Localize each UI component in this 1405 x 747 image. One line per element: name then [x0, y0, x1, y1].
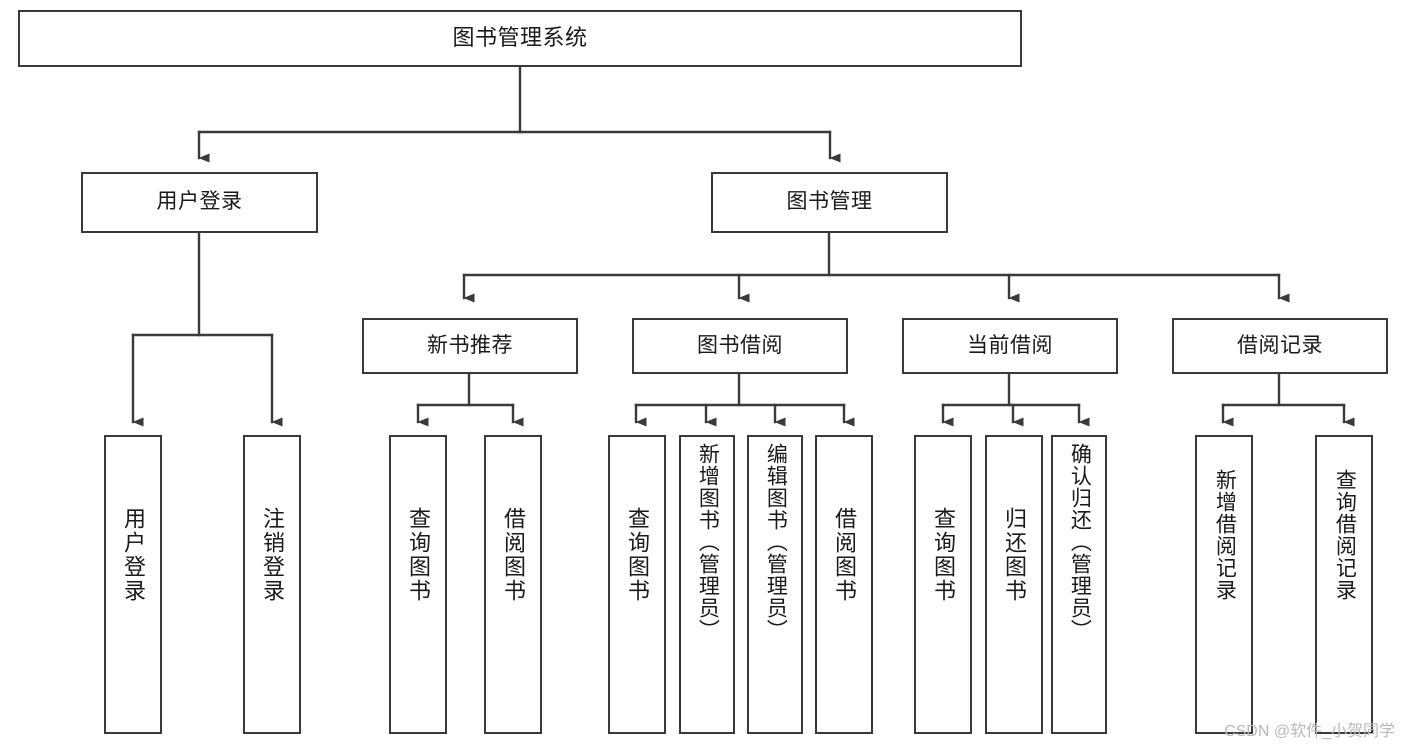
node-book-borrow[interactable]: 图书借阅: [632, 318, 848, 374]
node-root-system[interactable]: 图书管理系统: [18, 10, 1022, 67]
node-label: 注销登录: [259, 507, 285, 603]
csdn-watermark: CSDN @软件_小贺同学: [1224, 723, 1395, 740]
node-user-login[interactable]: 用户登录: [81, 172, 318, 233]
leaf-add-borrow-record[interactable]: 新增借阅记录: [1195, 435, 1253, 734]
leaf-user-login[interactable]: 用户登录: [104, 435, 162, 734]
node-label: 新书推荐: [427, 333, 513, 357]
node-book-manage[interactable]: 图书管理: [711, 172, 948, 233]
node-label: 编辑图书（管理员）: [764, 443, 788, 641]
node-new-book-recommend[interactable]: 新书推荐: [362, 318, 578, 374]
node-label: 借阅记录: [1237, 333, 1323, 357]
leaf-borrow-book[interactable]: 借阅图书: [815, 435, 873, 734]
node-label: 借阅图书: [500, 507, 526, 603]
node-label: 借阅图书: [831, 507, 857, 603]
leaf-query-book-current[interactable]: 查询图书: [914, 435, 972, 734]
node-label: 查询借阅记录: [1333, 469, 1357, 601]
node-label: 用户登录: [156, 190, 243, 214]
node-label: 图书管理: [786, 190, 873, 214]
node-borrow-record[interactable]: 借阅记录: [1172, 318, 1388, 374]
node-label: 图书管理系统: [452, 25, 588, 51]
node-label: 查询图书: [930, 507, 956, 603]
node-label: 确认归还（管理员）: [1068, 443, 1092, 641]
node-label: 当前借阅: [967, 333, 1053, 357]
leaf-borrow-book-recommend[interactable]: 借阅图书: [484, 435, 542, 734]
node-label: 用户登录: [120, 507, 146, 603]
node-label: 新增图书（管理员）: [696, 443, 720, 641]
leaf-edit-book-admin[interactable]: 编辑图书（管理员）: [747, 435, 803, 734]
node-current-borrow[interactable]: 当前借阅: [902, 318, 1118, 374]
node-label: 查询图书: [624, 507, 650, 603]
node-label: 查询图书: [405, 507, 431, 603]
node-label: 新增借阅记录: [1213, 469, 1237, 601]
leaf-query-book-borrow[interactable]: 查询图书: [608, 435, 666, 734]
leaf-add-book-admin[interactable]: 新增图书（管理员）: [679, 435, 735, 734]
leaf-confirm-return-admin[interactable]: 确认归还（管理员）: [1051, 435, 1107, 734]
node-label: 图书借阅: [697, 333, 783, 357]
leaf-return-book[interactable]: 归还图书: [985, 435, 1043, 734]
leaf-query-borrow-record[interactable]: 查询借阅记录: [1315, 435, 1373, 734]
node-label: 归还图书: [1001, 507, 1027, 603]
leaf-logout-login[interactable]: 注销登录: [243, 435, 301, 734]
leaf-query-book-recommend[interactable]: 查询图书: [389, 435, 447, 734]
